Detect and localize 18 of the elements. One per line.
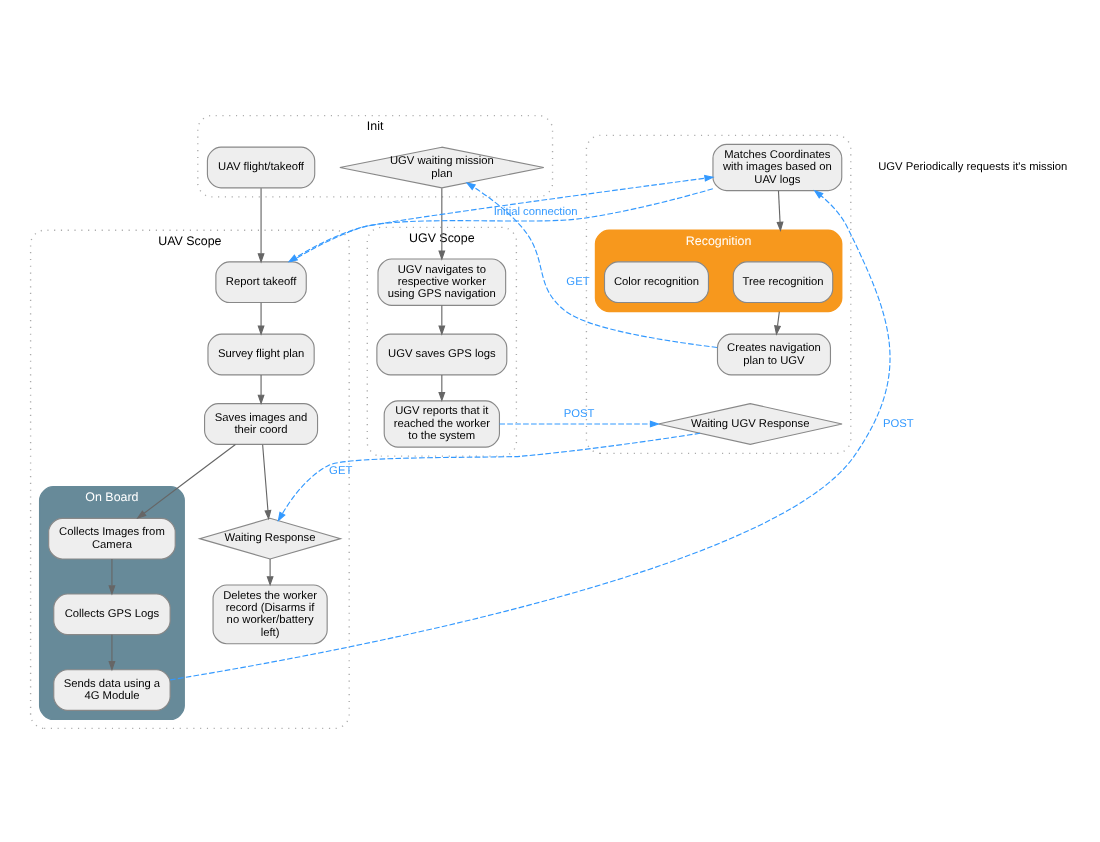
arrow	[257, 301, 265, 335]
arrow	[290, 173, 715, 262]
arrow	[262, 443, 272, 520]
arrow	[277, 431, 701, 521]
arrow	[266, 557, 274, 586]
arrow	[108, 557, 116, 595]
arrow	[438, 303, 446, 335]
arrow	[465, 180, 718, 348]
arrow	[169, 188, 891, 680]
arrow	[136, 442, 236, 519]
arrow	[776, 189, 784, 231]
arrow	[108, 633, 116, 671]
arrow	[257, 373, 265, 404]
arrow	[257, 186, 265, 263]
arrow	[438, 186, 446, 260]
arrow	[498, 419, 661, 427]
arrow	[774, 310, 782, 335]
arrow	[287, 187, 714, 262]
